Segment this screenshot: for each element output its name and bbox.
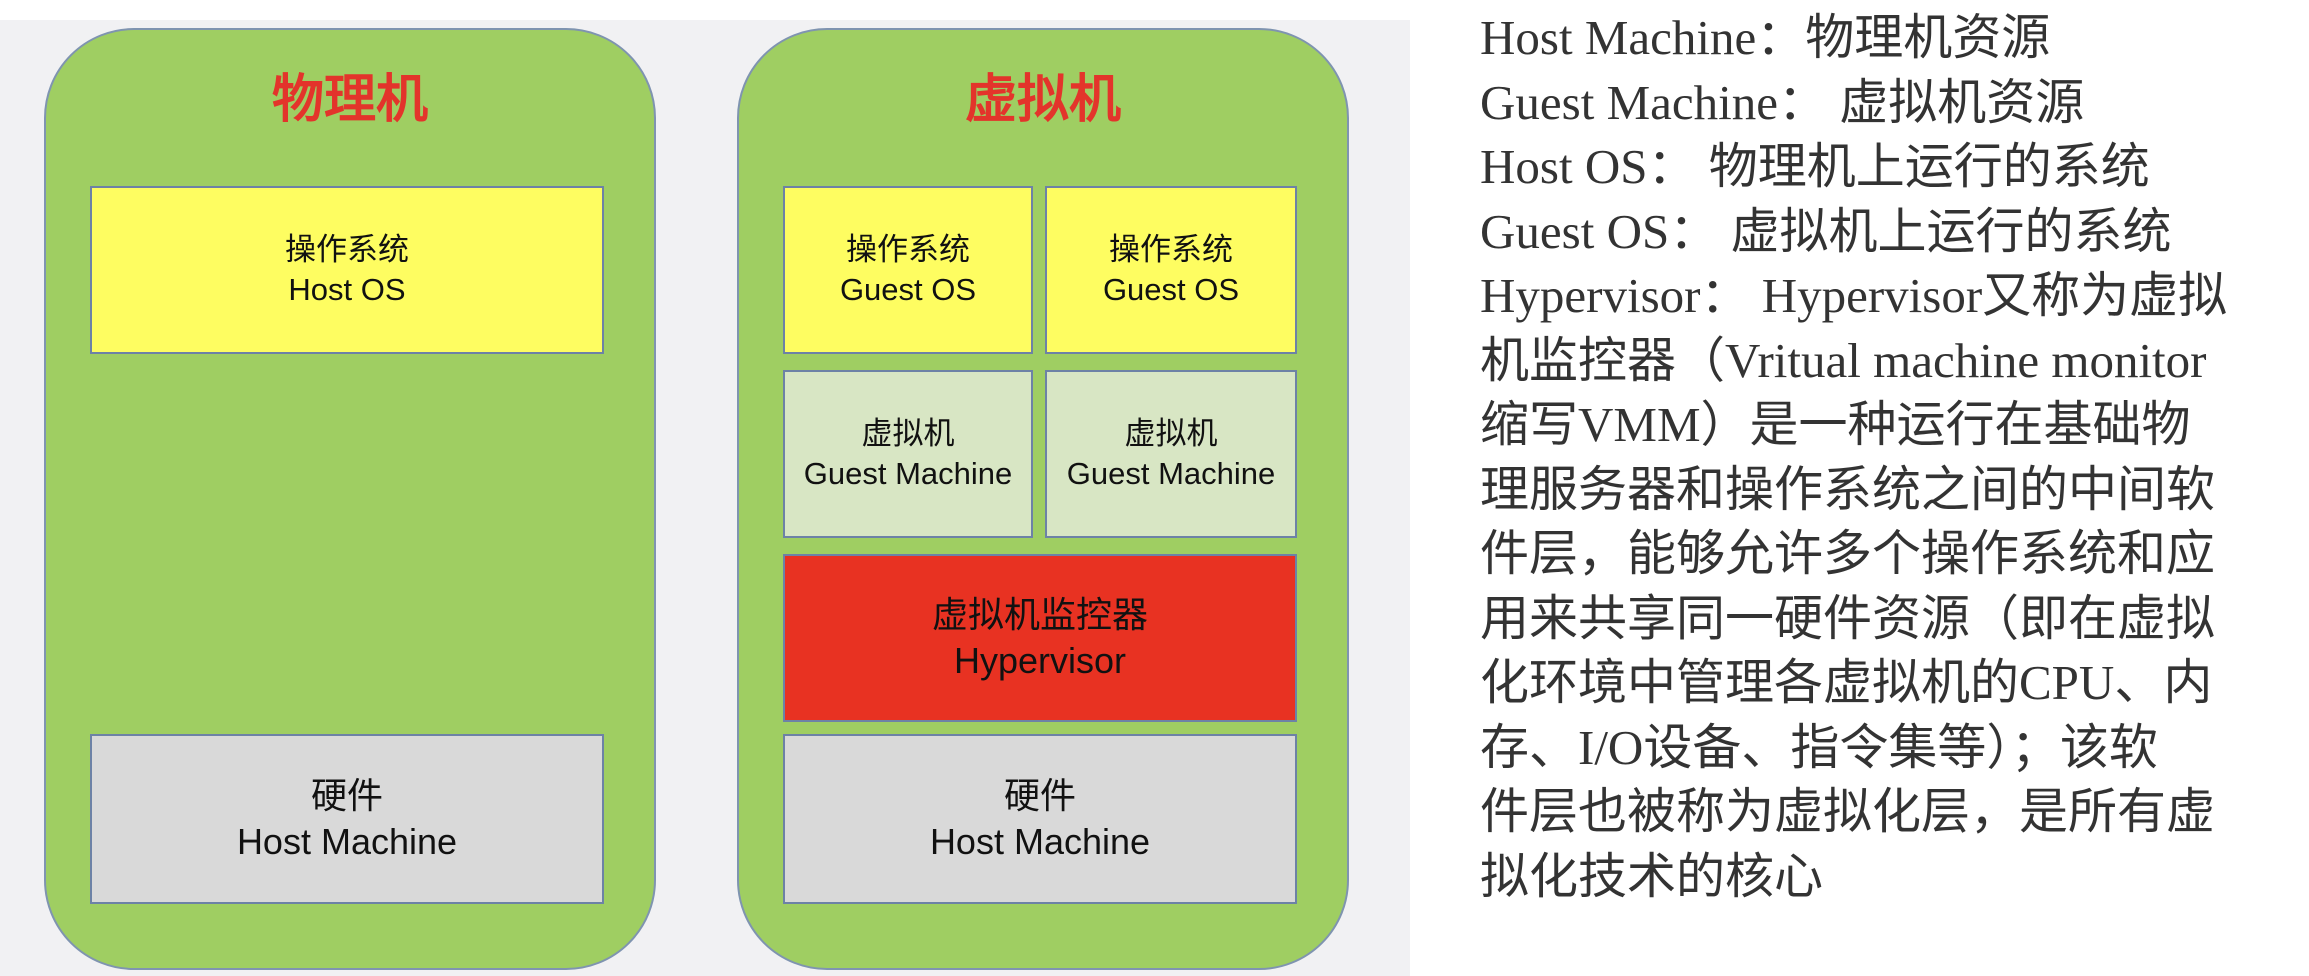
virtual-machine-panel: 虚拟机 操作系统 Guest OS 操作系统 Guest OS 虚拟机 Gues…	[737, 28, 1349, 970]
explanation-line: Hypervisor： Hypervisor又称为虚拟	[1480, 268, 2228, 323]
guest-os-right-label-cn: 操作系统	[1109, 232, 1233, 267]
explanation-line: 件层也被称为虚拟化层，是所有虚	[1480, 784, 2216, 839]
virtual-hardware-label-en: Host Machine	[929, 821, 1151, 862]
explanation-line: Host OS： 物理机上运行的系统	[1480, 139, 2150, 194]
guest-machine-left-block: 虚拟机 Guest Machine	[783, 370, 1033, 538]
physical-hardware-label-cn: 硬件	[310, 775, 383, 816]
guest-machine-right-label-cn: 虚拟机	[1124, 416, 1218, 451]
explanation-line: 缩写VMM）是一种运行在基础物	[1480, 397, 2191, 452]
guest-machine-right-label-en: Guest Machine	[1066, 456, 1276, 491]
explanation-line: 机监控器（Vritual machine monitor	[1480, 332, 2207, 388]
physical-machine-panel: 物理机 操作系统 Host OS 硬件 Host Machine	[44, 28, 656, 970]
host-os-label-en: Host OS	[288, 272, 406, 307]
hypervisor-label-en: Hypervisor	[953, 640, 1127, 681]
explanation-line: 用来共享同一硬件资源（即在虚拟	[1480, 590, 2216, 646]
guest-machine-left-label-cn: 虚拟机	[861, 416, 955, 451]
explanation-line: 件层，能够允许多个操作系统和应	[1480, 526, 2216, 581]
guest-os-left-label-cn: 操作系统	[846, 232, 970, 267]
explanation-line: 化环境中管理各虚拟机的CPU、内	[1480, 655, 2213, 710]
explanation-line: Guest OS： 虚拟机上运行的系统	[1480, 203, 2172, 259]
host-os-label-cn: 操作系统	[285, 232, 409, 267]
physical-machine-title: 物理机	[271, 70, 428, 130]
guest-os-left-block: 操作系统 Guest OS	[783, 186, 1033, 354]
physical-hardware-label-en: Host Machine	[236, 821, 458, 862]
guest-os-left-label-en: Guest OS	[839, 272, 977, 307]
explanation-line: 拟化技术的核心	[1480, 848, 1824, 904]
physical-hardware-block: 硬件 Host Machine	[90, 734, 604, 904]
host-os-block: 操作系统 Host OS	[90, 186, 604, 354]
guest-machine-right-block: 虚拟机 Guest Machine	[1045, 370, 1297, 538]
guest-os-right-block: 操作系统 Guest OS	[1045, 186, 1297, 354]
hypervisor-block: 虚拟机监控器 Hypervisor	[783, 554, 1297, 722]
virtual-hardware-label-cn: 硬件	[1003, 775, 1076, 816]
explanation-line: Host Machine：物理机资源	[1480, 10, 2051, 65]
virtual-machine-title: 虚拟机	[964, 70, 1121, 130]
guest-machine-left-label-en: Guest Machine	[803, 456, 1013, 491]
explanation-line: 理服务器和操作系统之间的中间软	[1480, 461, 2216, 517]
hypervisor-label-cn: 虚拟机监控器	[931, 594, 1148, 635]
explanation-line: Guest Machine： 虚拟机资源	[1480, 74, 2085, 130]
guest-os-right-label-en: Guest OS	[1102, 272, 1240, 307]
explanation-text: Host Machine：物理机资源 Guest Machine： 虚拟机资源 …	[1480, 6, 2300, 909]
explanation-line: 存、I/O设备、指令集等）；该软	[1480, 719, 2158, 775]
virtual-hardware-block: 硬件 Host Machine	[783, 734, 1297, 904]
